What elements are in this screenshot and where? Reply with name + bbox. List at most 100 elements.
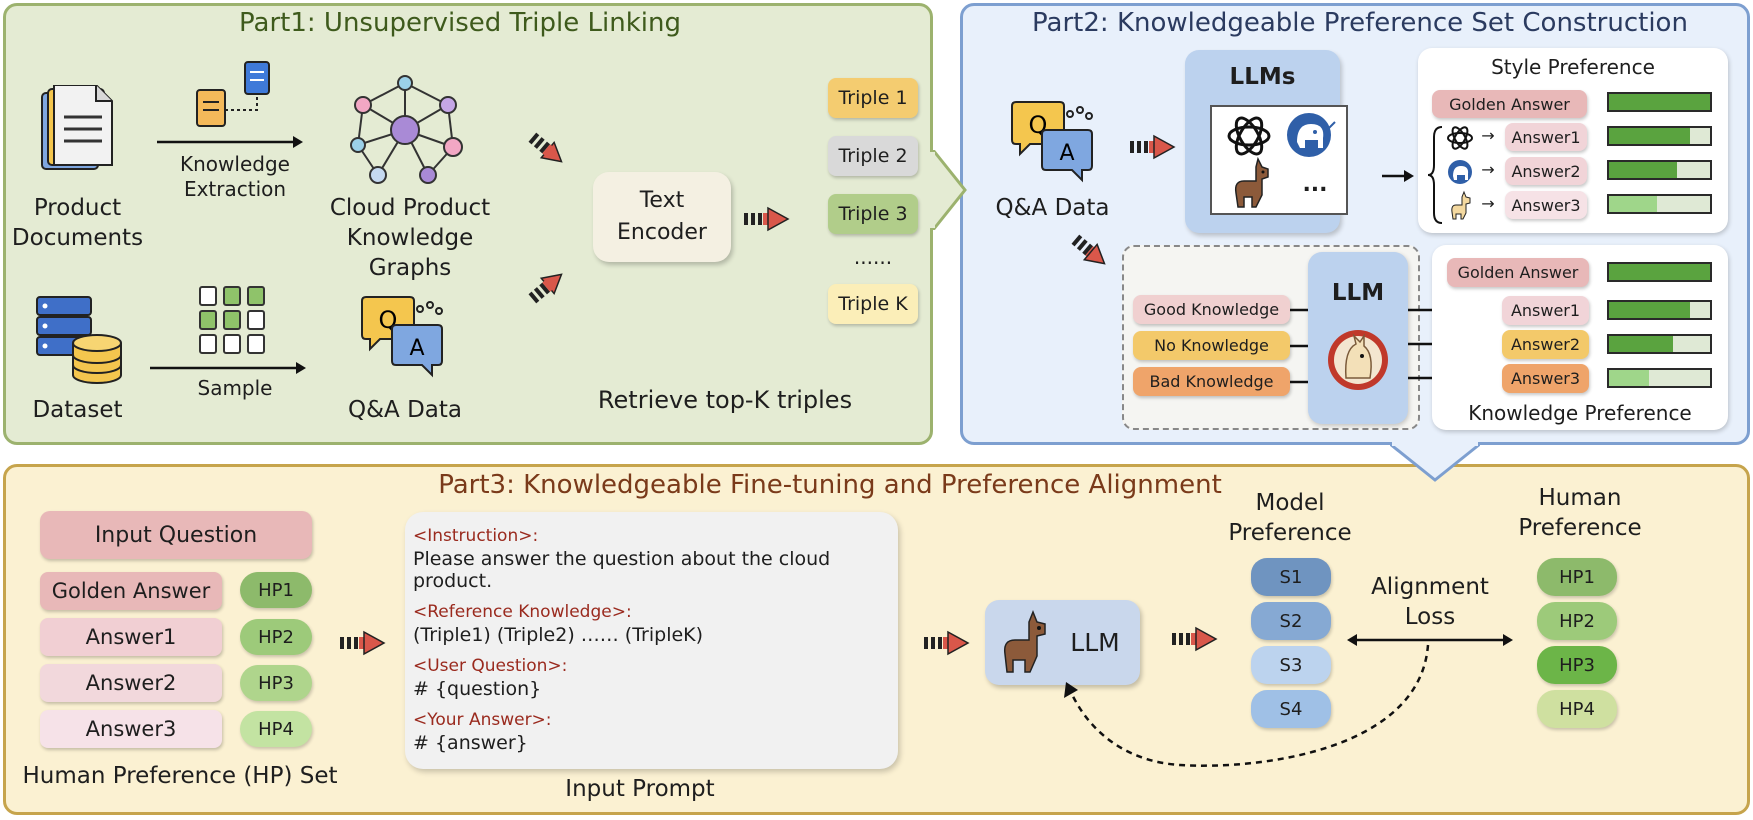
alignment-loss-label: Alignment Loss [1371,574,1489,630]
text-encoder-box: Text Encoder [593,172,731,262]
triple-ellipsis: ...... [853,245,893,269]
llms-label: LLMs [1229,64,1296,90]
score-s2: S2 [1251,602,1331,640]
llm-label-part3: LLM [1070,628,1120,657]
prompt-reference-tag: <Reference Knowledge>: [413,602,632,622]
style-bar-answer3 [1607,194,1712,214]
knowledge-extraction-label: Knowledge Extraction [180,152,290,201]
retrieve-label: Retrieve top-K triples [597,386,853,414]
dataset-label: Dataset [32,397,123,423]
knowledge-bar-fill-3 [1609,370,1650,386]
style-bar-answer1 [1607,126,1712,146]
striped-arrow-down-knowledge [1071,234,1106,265]
extraction-icon [196,61,270,127]
knowledge-preference-title: Knowledge Preference [1468,401,1692,425]
human-hp3: HP3 [1537,646,1617,684]
llama-logo-icon [1234,156,1269,208]
score-s1: S1 [1251,558,1331,596]
knowledge-bar-answer3 [1607,368,1712,388]
triple-k: Triple K [828,284,918,324]
style-bar-fill-1 [1609,128,1690,144]
style-preference-title: Style Preference [1491,55,1655,79]
input-prompt-box: <Instruction>: Please answer the questio… [405,512,898,769]
style-brace [1427,126,1443,224]
sample-arrow [150,362,306,374]
llama-small-icon [1451,190,1471,220]
striped-arrow-to-llm [924,630,970,656]
openai-small-icon [1447,126,1473,150]
knowledge-bar-golden [1607,262,1712,282]
striped-arrow-to-prompt [340,630,386,656]
extraction-arrow [157,136,303,148]
hp-set-label: Human Preference (HP) Set [22,763,338,789]
style-bar-golden [1607,92,1712,112]
arrow-to-style [1382,170,1414,182]
human-hp1: HP1 [1537,558,1617,596]
striped-arrow-right-encoder [744,206,790,232]
product-documents-label: Product Documents [11,195,144,251]
style-bar-fill-3 [1609,196,1658,212]
good-knowledge: Good Knowledge [1133,295,1290,324]
style-answer1: Answer1 [1505,123,1587,151]
knowledge-answer1: Answer1 [1502,296,1589,325]
qa-chat-icon: Q A [361,296,443,378]
human-hp4: HP4 [1537,690,1617,728]
hp-answer1: Answer1 [40,618,222,656]
striped-arrow-right-llms [1130,134,1176,160]
striped-arrow-up-right [528,273,563,304]
prompt-question: # {question} [413,678,542,700]
hp-golden-answer: Golden Answer [40,572,222,610]
human-hp2: HP2 [1537,602,1617,640]
style-golden-answer: Golden Answer [1432,90,1587,118]
knowledge-bar-fill-0 [1609,264,1710,280]
hp-answer3: Answer3 [40,710,222,748]
qa-data-label-part1: Q&A Data [347,397,462,423]
prompt-reference: (Triple1) (Triple2) …… (TripleK) [413,624,704,646]
model-preference-label: Model Preference [1228,490,1352,546]
database-icon [36,296,122,384]
no-knowledge: No Knowledge [1133,331,1290,360]
triple-3: Triple 3 [828,194,918,234]
human-preference-label: Human Preference [1518,485,1642,541]
prompt-question-tag: <User Question>: [413,656,568,676]
knowledge-bar-fill-1 [1609,302,1690,318]
part1-to-part2-pointer [925,150,967,230]
llms-ellipsis: ... [1302,172,1328,197]
prompt-answer: # {answer} [413,732,528,754]
part2-title: Part2: Knowledgeable Preference Set Cons… [1032,8,1688,38]
llama-avatar-icon [1328,330,1388,390]
style-row1-arrow: → [1481,126,1495,145]
sample-label: Sample [197,376,273,400]
input-question: Input Question [40,511,312,559]
knowledge-answer3: Answer3 [1502,364,1589,393]
feedback-dashed-arrow [1064,644,1430,767]
triple-2: Triple 2 [828,136,918,176]
qa-data-label-part2: Q&A Data [995,195,1110,221]
striped-arrow-to-scores [1172,626,1218,652]
knowledge-graph-icon [350,75,463,184]
style-row3-arrow: → [1481,194,1495,213]
knowledge-bar-answer2 [1607,334,1712,354]
prompt-instruction: Please answer the question about the clo… [413,548,831,592]
style-answer2: Answer2 [1505,157,1587,185]
part3-title: Part3: Knowledgeable Fine-tuning and Pre… [438,470,1222,500]
cloud-kg-label: Cloud Product Knowledge Graphs [329,195,491,281]
hp4-badge: HP4 [240,711,312,747]
prompt-answer-tag: <Your Answer>: [413,710,552,730]
hp-answer2: Answer2 [40,664,222,702]
part2-to-part3-pointer [1390,436,1480,482]
sample-grid-icon [199,286,265,354]
openai-logo-icon [1227,116,1271,156]
llama-icon-part3 [1003,609,1046,673]
style-bar-answer2 [1607,160,1712,180]
style-row2-arrow: → [1481,160,1495,179]
score-s3: S3 [1251,646,1331,684]
input-prompt-label: Input Prompt [565,776,715,802]
hp3-badge: HP3 [240,665,312,701]
knowledge-bar-fill-2 [1609,336,1673,352]
style-bar-fill-2 [1609,162,1677,178]
svg-text:A: A [1059,141,1074,166]
knowledge-bar-answer1 [1607,300,1712,320]
qa-chat-icon-part2: Q A [1011,101,1093,183]
hp2-badge: HP2 [240,619,312,655]
